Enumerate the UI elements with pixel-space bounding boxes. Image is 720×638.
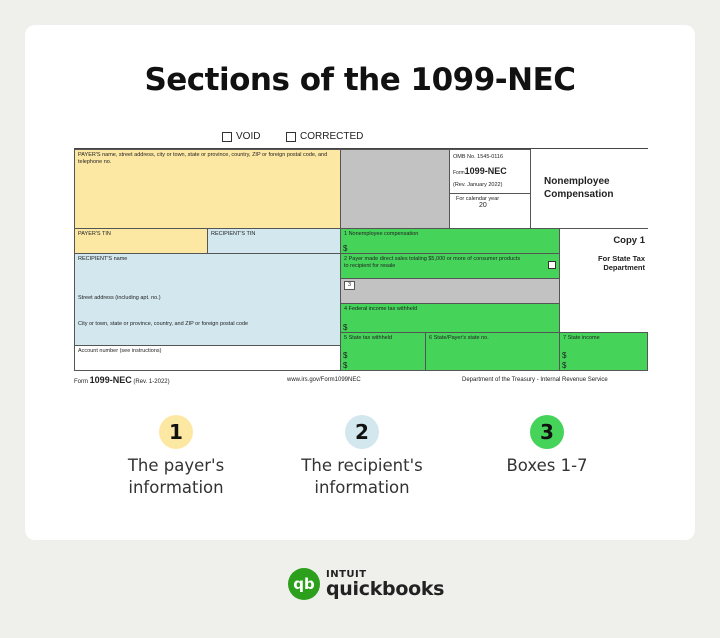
form-footer-dept: Department of the Treasury - Internal Re… <box>462 377 608 383</box>
void-checkbox: VOID <box>222 131 260 142</box>
section-1-label: The payer's information <box>127 456 225 497</box>
box-7-cell: 7 State income $ $ <box>559 332 648 371</box>
box-5-cell: 5 State tax withheld $ $ <box>340 332 426 371</box>
form-footer-url: www.irs.gov/Form1099NEC <box>287 377 361 383</box>
box-6-cell: 6 State/Payer's state no. <box>425 332 560 371</box>
logo-intuit-text: INTUIT <box>326 568 367 580</box>
box-3-cell: 3 <box>340 278 560 304</box>
section-3-badge: 3 <box>530 415 564 449</box>
section-3: 3 Boxes 1-7 <box>457 415 637 477</box>
quickbooks-logo: qb INTUIT quickbooks <box>288 568 445 600</box>
box-2-checkbox-icon <box>548 261 556 269</box>
section-1-badge: 1 <box>159 415 193 449</box>
corrected-box-icon <box>286 131 296 142</box>
payer-info-cell: PAYER'S name, street address, city or to… <box>74 149 341 229</box>
box-4-cell: 4 Federal income tax withheld $ <box>340 303 560 333</box>
account-number-cell: Account number (see instructions) <box>74 345 341 371</box>
form-footer-left: Form 1099-NEC (Rev. 1-2022) <box>74 375 170 385</box>
copy-block: Copy 1 For State Tax Department <box>559 228 648 333</box>
recipient-info-cell: RECIPIENT'S name Street address (includi… <box>74 253 341 346</box>
gray-block <box>340 149 450 229</box>
section-3-label: Boxes 1-7 <box>506 456 588 475</box>
omb-block: OMB No. 1545-0116 Form1099-NEC (Rev. Jan… <box>449 149 531 229</box>
corrected-checkbox: CORRECTED <box>286 131 363 142</box>
section-2-badge: 2 <box>345 415 379 449</box>
box-1-cell: 1 Nonemployee compensation $ <box>340 228 560 254</box>
quickbooks-logo-icon: qb <box>288 568 320 600</box>
logo-quickbooks-text: quickbooks <box>326 577 445 600</box>
section-1: 1 The payer's information <box>86 415 266 499</box>
page-title: Sections of the 1099-NEC <box>144 62 576 98</box>
void-box-icon <box>222 131 232 142</box>
section-2: 2 The recipient's information <box>272 415 452 499</box>
form-right-title: Nonemployee Compensation <box>544 176 614 200</box>
box-2-cell: 2 Payer made direct sales totaling $5,00… <box>340 253 560 279</box>
section-2-label: The recipient's information <box>301 456 423 497</box>
payer-tin-cell: PAYER'S TIN <box>74 228 208 254</box>
form-1099-nec: PAYER'S name, street address, city or to… <box>74 148 648 371</box>
recipient-tin-cell: RECIPIENT'S TIN <box>207 228 341 254</box>
